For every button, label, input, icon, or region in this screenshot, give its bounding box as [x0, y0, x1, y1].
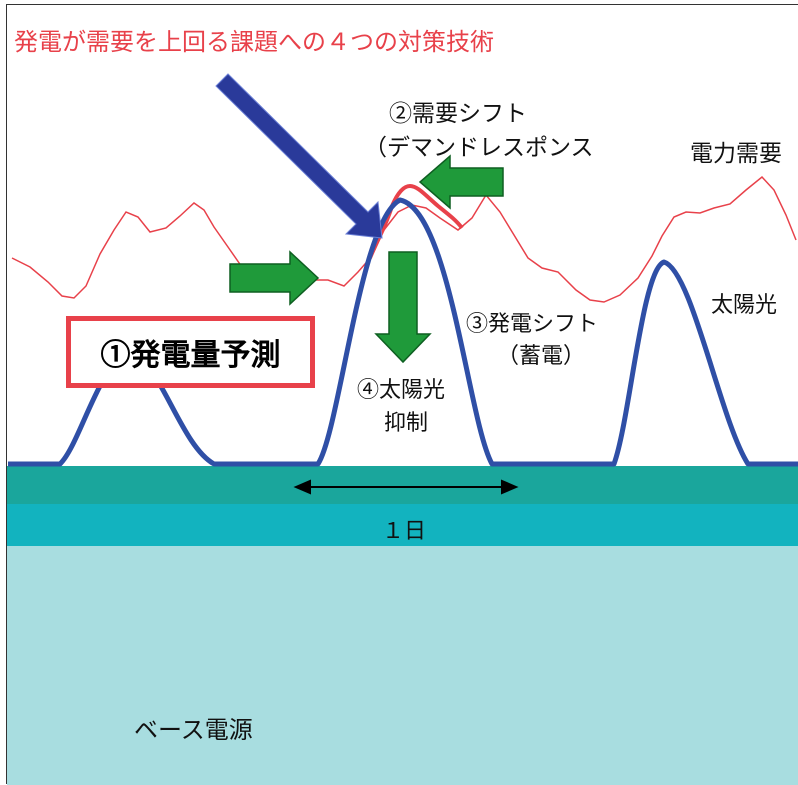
- base-power-area: [7, 546, 798, 785]
- diagram-title: 発電が需要を上回る課題への４つの対策技術: [14, 28, 494, 56]
- base-power-label: ベース電源: [134, 716, 253, 744]
- diagonal-arrow-icon: [215, 73, 383, 239]
- storage-label: （蓄電）: [497, 344, 586, 369]
- down-arrow-icon: [374, 251, 432, 364]
- power-demand-label: 電力需要: [690, 141, 782, 167]
- demand-response-label: （デマンドレスポンス: [364, 135, 594, 161]
- timeline-band: [7, 504, 798, 546]
- forecast-box: ①発電量予測: [66, 316, 315, 388]
- power-demand-curve: [11, 175, 797, 303]
- frame-left-border: [6, 4, 7, 784]
- double-headed-arrow-icon: [293, 479, 519, 495]
- curtail-label: 抑制: [384, 411, 429, 436]
- solar-curtail-label: ④太陽光: [357, 378, 446, 403]
- ground-band: [7, 466, 798, 504]
- right-arrow-icon: [229, 250, 320, 306]
- demand-shift-overlay: [368, 183, 464, 259]
- left-arrow-icon: [418, 154, 504, 210]
- forecast-label: ①発電量予測: [100, 338, 281, 373]
- solar-label: 太陽光: [711, 293, 778, 318]
- demand-shift-label: ②需要シフト: [389, 101, 527, 127]
- one-day-label: １日: [382, 519, 427, 544]
- generation-shift-label: ③発電シフト: [466, 312, 599, 337]
- frame-top-border: [6, 4, 798, 5]
